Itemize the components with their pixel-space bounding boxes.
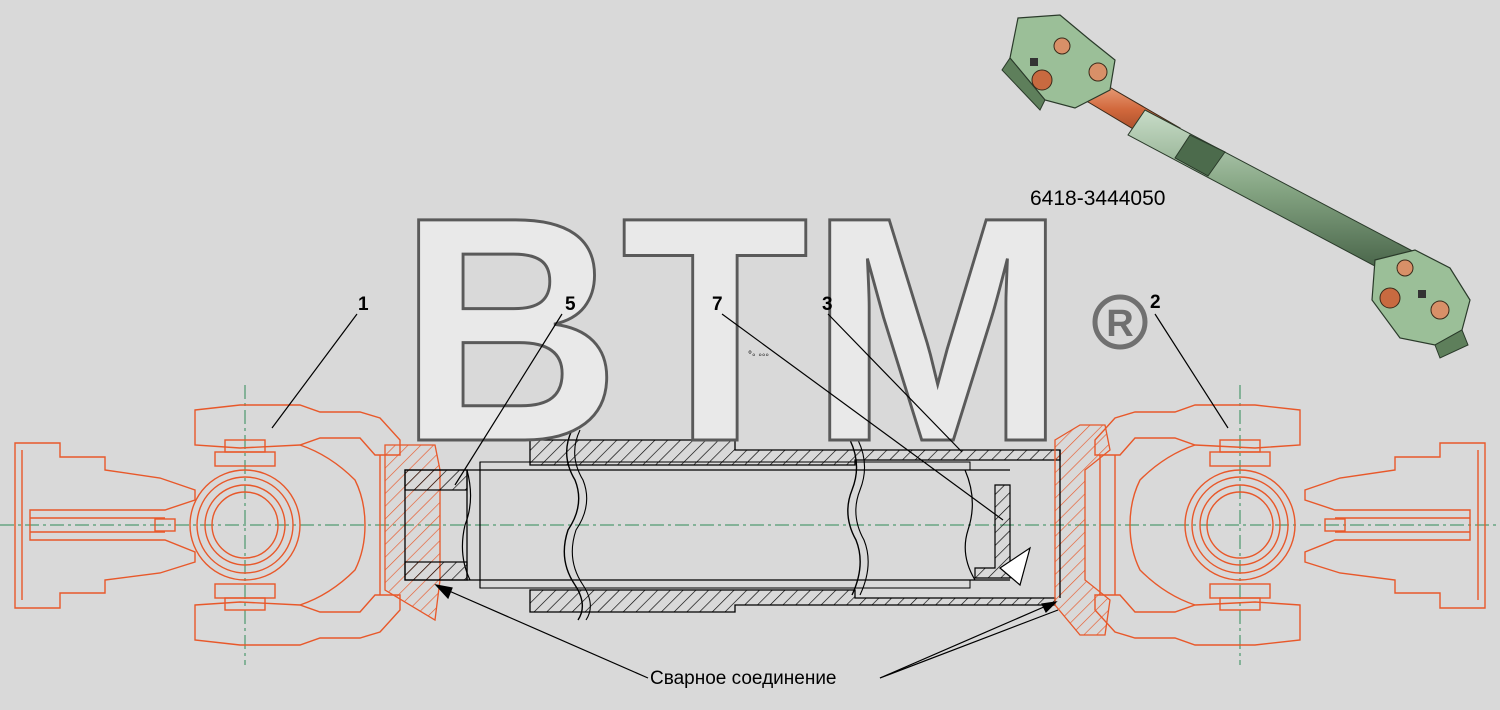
callout-1: 1 [358,294,369,315]
part-number: 6418-3444050 [1030,187,1165,210]
callout-7: 7 [712,294,723,315]
registered-mark: R [1106,303,1133,345]
callout-2: 2 [1150,292,1161,313]
part-7-bushing [974,484,1011,579]
watermark-text: BTM [398,150,1066,508]
shaft-section [384,424,1111,636]
callouts [271,313,1229,679]
right-yoke-sleeve [1054,424,1111,636]
callout-5: 5 [565,294,576,315]
part-3-tube-bottom [529,589,1056,613]
break-line-right [847,439,861,596]
callout-3: 3 [822,294,833,315]
svg-text:°◦ ◦◦◦: °◦ ◦◦◦ [748,350,769,361]
break-line-left [563,429,583,621]
weld-note: Сварное соединение [650,668,837,689]
shaft-3d-view [1001,14,1471,359]
btm-watermark: BTM R °◦ ◦◦◦ [397,149,1148,510]
registered-mark-circle [1092,294,1148,350]
